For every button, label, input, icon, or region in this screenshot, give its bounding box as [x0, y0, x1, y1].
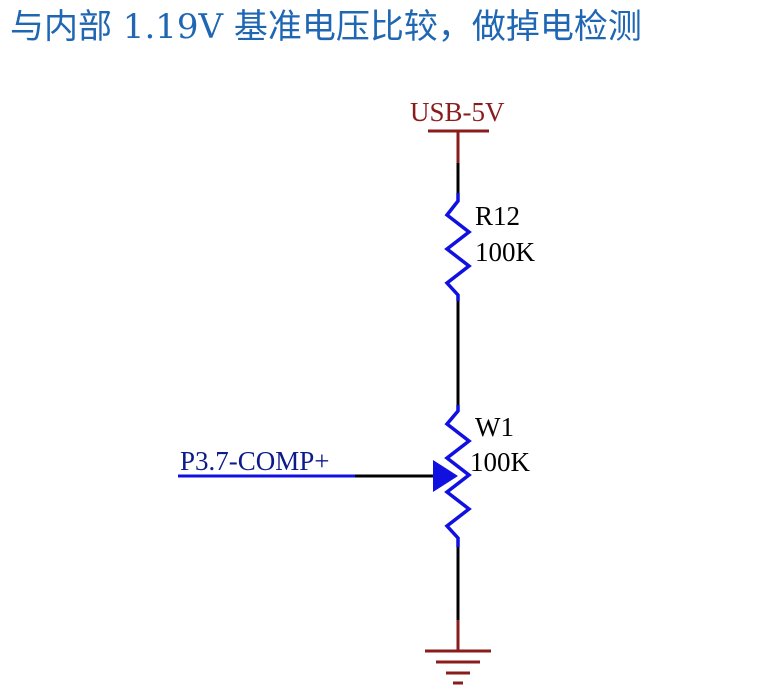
page-title: 与内部 1.19V 基准电压比较，做掉电检测	[10, 7, 642, 47]
potentiometer-w1-symbol	[444, 405, 472, 547]
wiper-arrow	[433, 460, 458, 492]
power-port-usb-5v: USB-5V	[410, 97, 505, 163]
resistor-r12-symbol	[444, 193, 472, 301]
potentiometer-w1: W1 100K	[433, 405, 531, 547]
potentiometer-designator: W1	[475, 412, 514, 442]
resistor-designator: R12	[475, 201, 520, 231]
resistor-r12: R12 100K	[444, 193, 536, 301]
power-label: USB-5V	[410, 97, 505, 127]
resistor-value: 100K	[475, 237, 536, 267]
net-label-p3-7-comp: P3.7-COMP+	[178, 446, 355, 478]
potentiometer-value: 100K	[470, 447, 531, 477]
net-label-text: P3.7-COMP+	[180, 446, 330, 476]
ground-symbol	[425, 620, 491, 685]
